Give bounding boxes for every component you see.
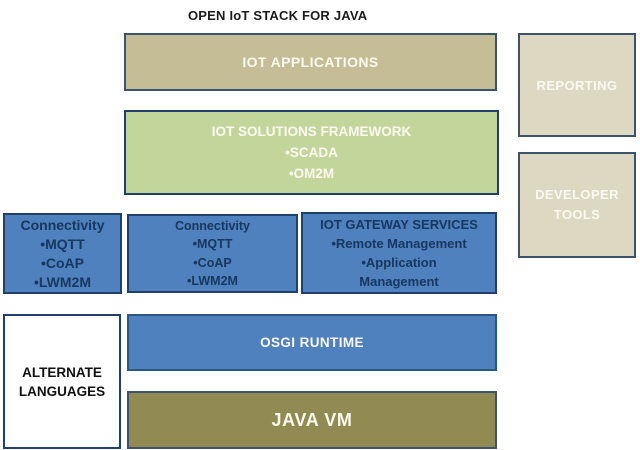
connectivity-middle-bullet-mqtt: •MQTT — [192, 237, 233, 251]
iot-applications-label: IOT APPLICATIONS — [242, 54, 379, 70]
reporting-label: REPORTING — [536, 77, 618, 93]
gateway-bullet-remote-management: •Remote Management — [331, 236, 467, 251]
alternate-languages-box: ALTERNATE LANGUAGES — [3, 314, 121, 449]
osgi-runtime-label: OSGI RUNTIME — [260, 335, 364, 350]
connectivity-left-bullet-lwm2m: •LWM2M — [33, 273, 91, 290]
solutions-bullet-scada: •SCADA — [285, 145, 338, 160]
iot-solutions-framework-box: IOT SOLUTIONS FRAMEWORK •SCADA •OM2M — [124, 110, 499, 195]
connectivity-middle-bullet-coap: •CoAP — [193, 255, 232, 270]
connectivity-left-bullet-mqtt: •MQTT — [40, 235, 85, 252]
connectivity-box-left: Connectivity •MQTT •CoAP •LWM2M — [3, 213, 122, 294]
reporting-box: REPORTING — [518, 33, 636, 137]
iot-gateway-services-box: IOT GATEWAY SERVICES •Remote Management … — [301, 212, 497, 294]
solutions-bullet-om2m: •OM2M — [288, 166, 335, 181]
connectivity-box-middle: Connectivity •MQTT •CoAP •LWM2M — [127, 214, 298, 293]
diagram-title: OPEN IoT STACK FOR JAVA — [188, 8, 368, 23]
iot-applications-box: IOT APPLICATIONS — [124, 33, 497, 91]
connectivity-middle-bullet-lwm2m: •LWM2M — [187, 274, 238, 288]
java-vm-box: JAVA VM — [127, 391, 497, 449]
developer-tools-label: DEVELOPER TOOLS — [535, 187, 619, 222]
connectivity-middle-title: Connectivity — [174, 218, 250, 233]
gateway-bullet-application-management: •Application Management — [359, 255, 439, 289]
gateway-services-title: IOT GATEWAY SERVICES — [320, 217, 478, 232]
osgi-runtime-box: OSGI RUNTIME — [127, 314, 497, 371]
alternate-languages-label: ALTERNATE LANGUAGES — [18, 364, 106, 399]
java-vm-label: JAVA VM — [271, 409, 353, 430]
connectivity-left-title: Connectivity — [20, 216, 105, 233]
connectivity-left-bullet-coap: •CoAP — [40, 254, 84, 271]
iot-solutions-framework-title: IOT SOLUTIONS FRAMEWORK — [211, 124, 412, 139]
developer-tools-box: DEVELOPER TOOLS — [518, 152, 636, 258]
